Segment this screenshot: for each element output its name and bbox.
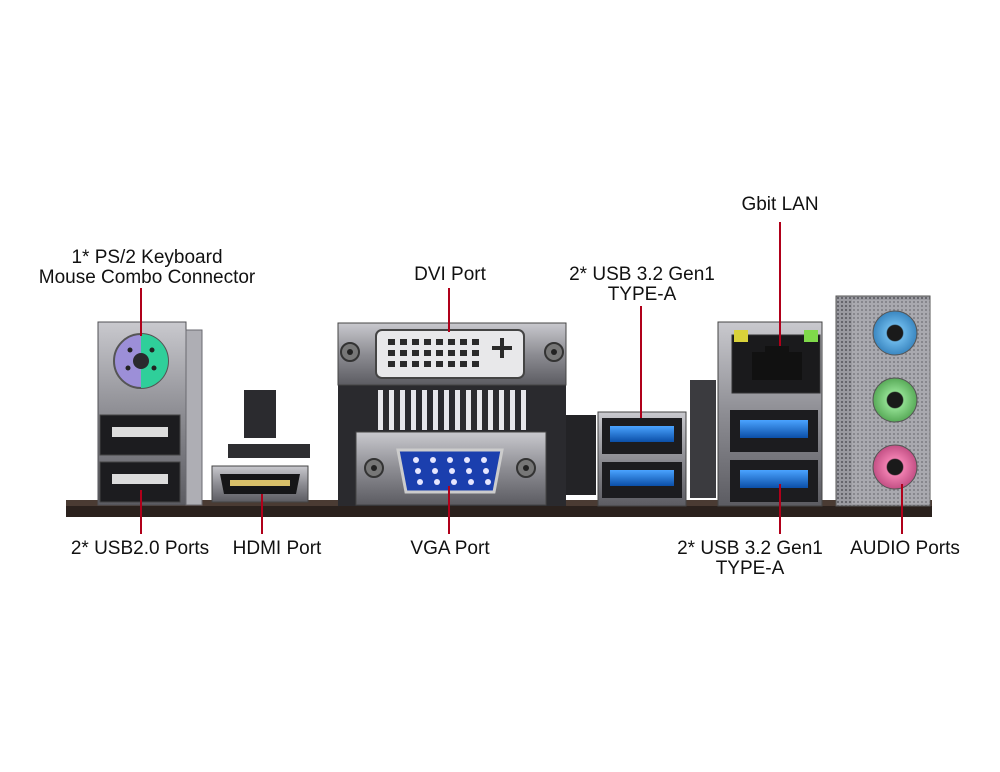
dvi-vga-stack (337, 322, 567, 506)
ps2-usb2-stack (97, 321, 203, 506)
label-usb32-bottom-line2: TYPE-A (715, 558, 785, 579)
label-usb32-bottom-line1: 2* USB 3.2 Gen1 (677, 538, 823, 559)
label-usb32-top-line1: 2* USB 3.2 Gen1 (569, 264, 715, 285)
usb32-stack-left (597, 411, 687, 507)
audio-stack (835, 295, 931, 507)
pcb-edge (66, 505, 932, 517)
label-ps2: 1* PS/2 Keyboard Mouse Combo Connector (36, 248, 258, 288)
label-lan: Gbit LAN (741, 194, 819, 215)
label-dvi: DVI Port (414, 264, 486, 285)
lan-usb32-stack (717, 321, 823, 507)
label-usb32-bottom: 2* USB 3.2 Gen1 TYPE-A (668, 539, 832, 579)
label-ps2-line1: 1* PS/2 Keyboard (71, 247, 223, 268)
label-usb32-top: 2* USB 3.2 Gen1 TYPE-A (560, 265, 724, 305)
label-audio: AUDIO Ports (850, 538, 960, 559)
heatsink-block (244, 390, 276, 438)
audio-jack-line-in (872, 310, 918, 356)
label-ps2-line2: Mouse Combo Connector (38, 267, 256, 288)
component-block-2 (690, 380, 716, 498)
label-hdmi: HDMI Port (232, 538, 322, 559)
hdmi-connector (211, 444, 310, 503)
audio-jack-mic (872, 444, 918, 490)
label-vga: VGA Port (410, 538, 490, 559)
label-usb32-top-line2: TYPE-A (607, 284, 677, 305)
label-usb20: 2* USB2.0 Ports (70, 538, 210, 559)
audio-jack-line-out (872, 377, 918, 423)
